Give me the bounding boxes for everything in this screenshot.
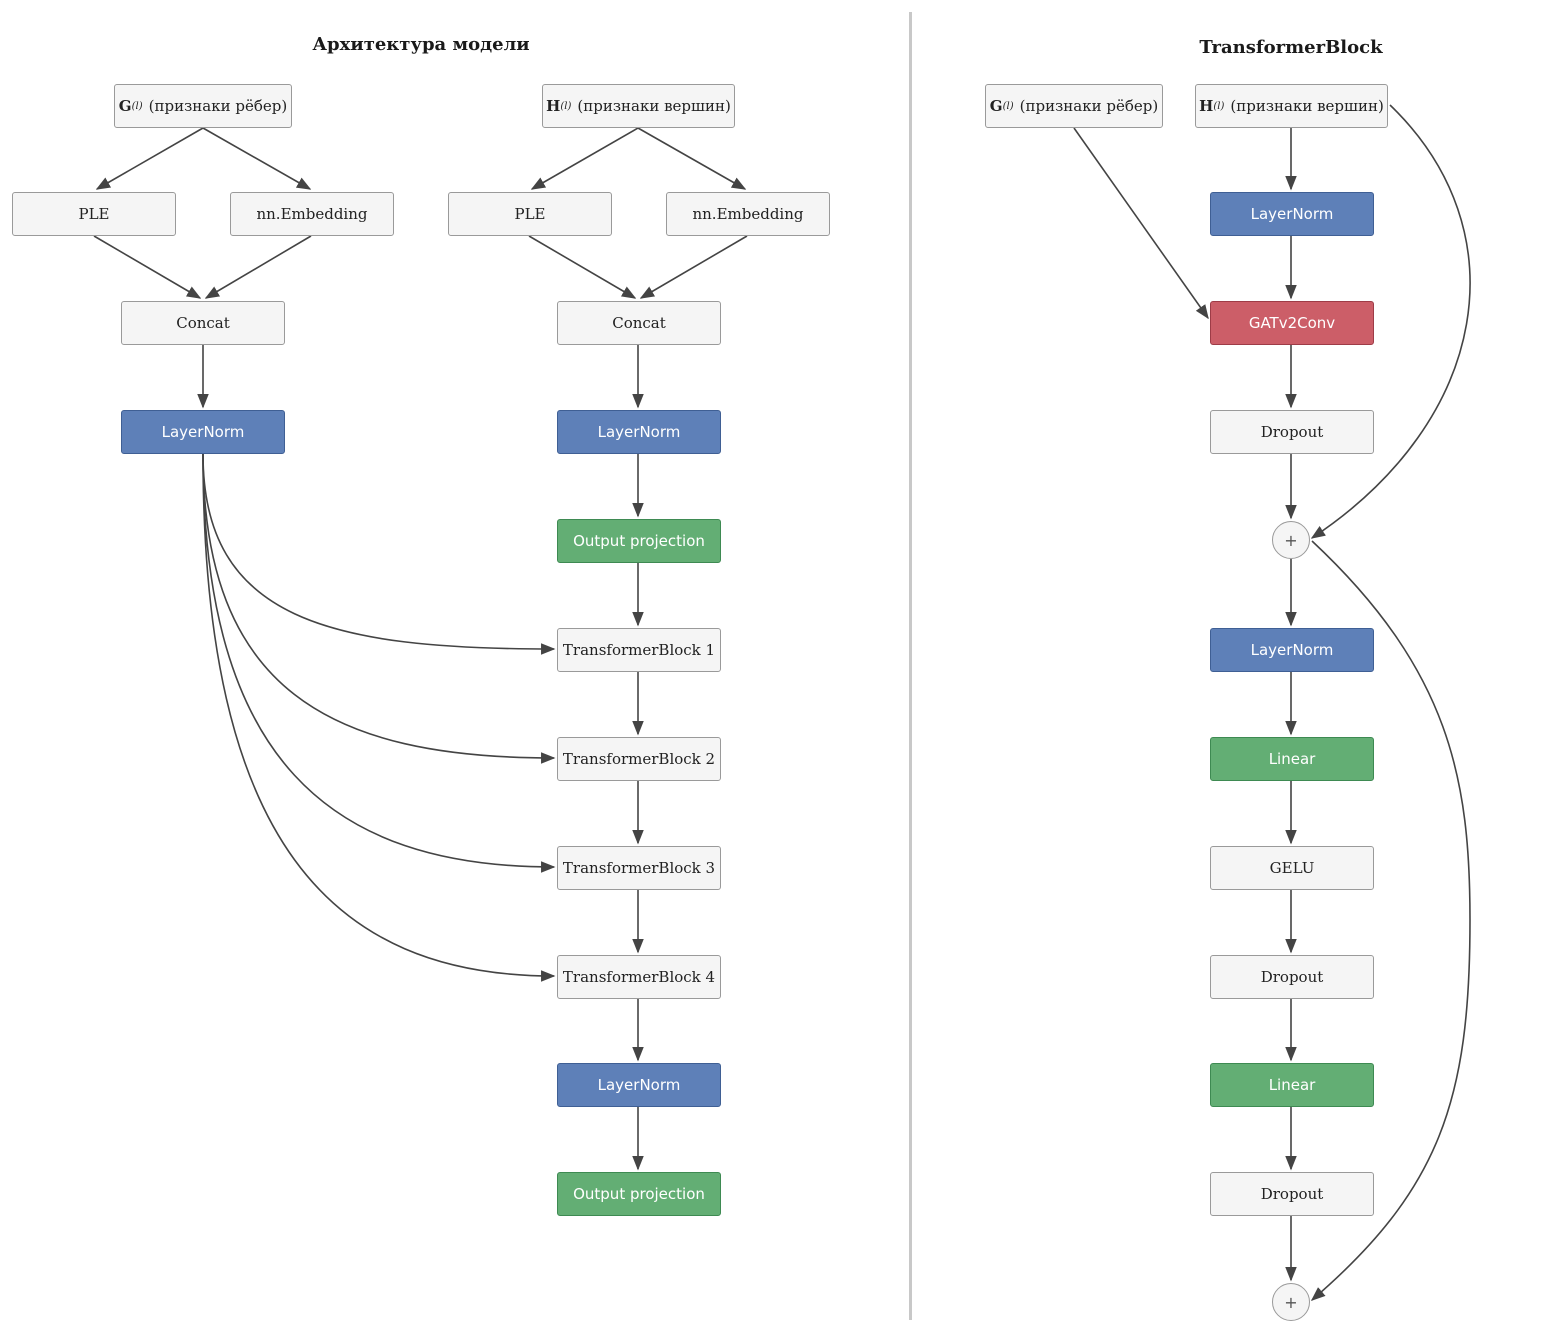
block-edge-features-label: (признаки рёбер) — [1019, 97, 1159, 115]
block-edge-features-symbol: G — [989, 97, 1003, 115]
edge-g-to-embedding — [202, 127, 312, 190]
edge-features-superscript: (l) — [131, 100, 143, 112]
node-features-superscript: (l) — [560, 100, 572, 112]
panel-divider — [909, 12, 912, 1320]
block-gatv2conv: GATv2Conv — [1210, 301, 1374, 345]
block-node-features-input: H(l) (признаки вершин) — [1195, 84, 1388, 128]
output-projection-node-1: Output projection — [557, 519, 721, 563]
residual-add-2: + — [1272, 1283, 1310, 1321]
residual-add-1: + — [1272, 521, 1310, 559]
concat-node-edges: Concat — [121, 301, 285, 345]
transformer-block-2: TransformerBlock 2 — [557, 737, 721, 781]
block-dropout-1: Dropout — [1210, 410, 1374, 454]
ple-node-vertices: PLE — [448, 192, 612, 236]
block-dropout-2: Dropout — [1210, 955, 1374, 999]
edge-h-to-embedding — [637, 127, 747, 190]
block-layernorm-1: LayerNorm — [1210, 192, 1374, 236]
layernorm-node-final: LayerNorm — [557, 1063, 721, 1107]
edge-ple2-to-concat2 — [528, 235, 637, 299]
edge-h-residual-to-plus1 — [1310, 104, 1471, 539]
embedding-node-vertices: nn.Embedding — [666, 192, 830, 236]
block-layernorm-2: LayerNorm — [1210, 628, 1374, 672]
edge-features-label: (признаки рёбер) — [148, 97, 288, 115]
ple-node-edges: PLE — [12, 192, 176, 236]
edge-curve-to-block1 — [202, 453, 556, 655]
block-node-features-symbol: H — [1199, 97, 1214, 115]
edge-features-input: G(l) (признаки рёбер) — [114, 84, 292, 128]
block-gelu: GELU — [1210, 846, 1374, 890]
node-features-input: H(l) (признаки вершин) — [542, 84, 735, 128]
block-edge-features-superscript: (l) — [1002, 100, 1014, 112]
edge-embedding2-to-concat2 — [639, 235, 748, 299]
block-linear-1: Linear — [1210, 737, 1374, 781]
right-panel-title: TransformerBlock — [1199, 37, 1383, 58]
left-panel-title: Архитектура модели — [312, 34, 530, 55]
block-node-features-label: (признаки вершин) — [1230, 97, 1384, 115]
transformer-block-4: TransformerBlock 4 — [557, 955, 721, 999]
layernorm-node-vertices: LayerNorm — [557, 410, 721, 454]
edge-curve-to-block3 — [202, 453, 556, 873]
edge-embedding-to-concat — [204, 235, 312, 299]
edge-h-to-ple — [530, 127, 639, 190]
edge-curve-to-block4 — [202, 453, 556, 982]
layernorm-node-edges: LayerNorm — [121, 410, 285, 454]
transformer-block-1: TransformerBlock 1 — [557, 628, 721, 672]
block-edge-features-input: G(l) (признаки рёбер) — [985, 84, 1163, 128]
node-features-symbol: H — [546, 97, 561, 115]
edge-ple-to-concat — [93, 235, 202, 299]
edge-g-to-ple — [95, 127, 204, 190]
transformer-block-3: TransformerBlock 3 — [557, 846, 721, 890]
edge-plus1-residual-to-plus2 — [1310, 540, 1471, 1301]
block-linear-2: Linear — [1210, 1063, 1374, 1107]
output-projection-node-2: Output projection — [557, 1172, 721, 1216]
block-node-features-superscript: (l) — [1213, 100, 1225, 112]
edge-features-symbol: G — [118, 97, 132, 115]
edge-g-to-gatv2conv — [1073, 127, 1209, 320]
block-dropout-3: Dropout — [1210, 1172, 1374, 1216]
embedding-node-edges: nn.Embedding — [230, 192, 394, 236]
edge-curve-to-block2 — [202, 453, 556, 764]
concat-node-vertices: Concat — [557, 301, 721, 345]
node-features-label: (признаки вершин) — [577, 97, 731, 115]
